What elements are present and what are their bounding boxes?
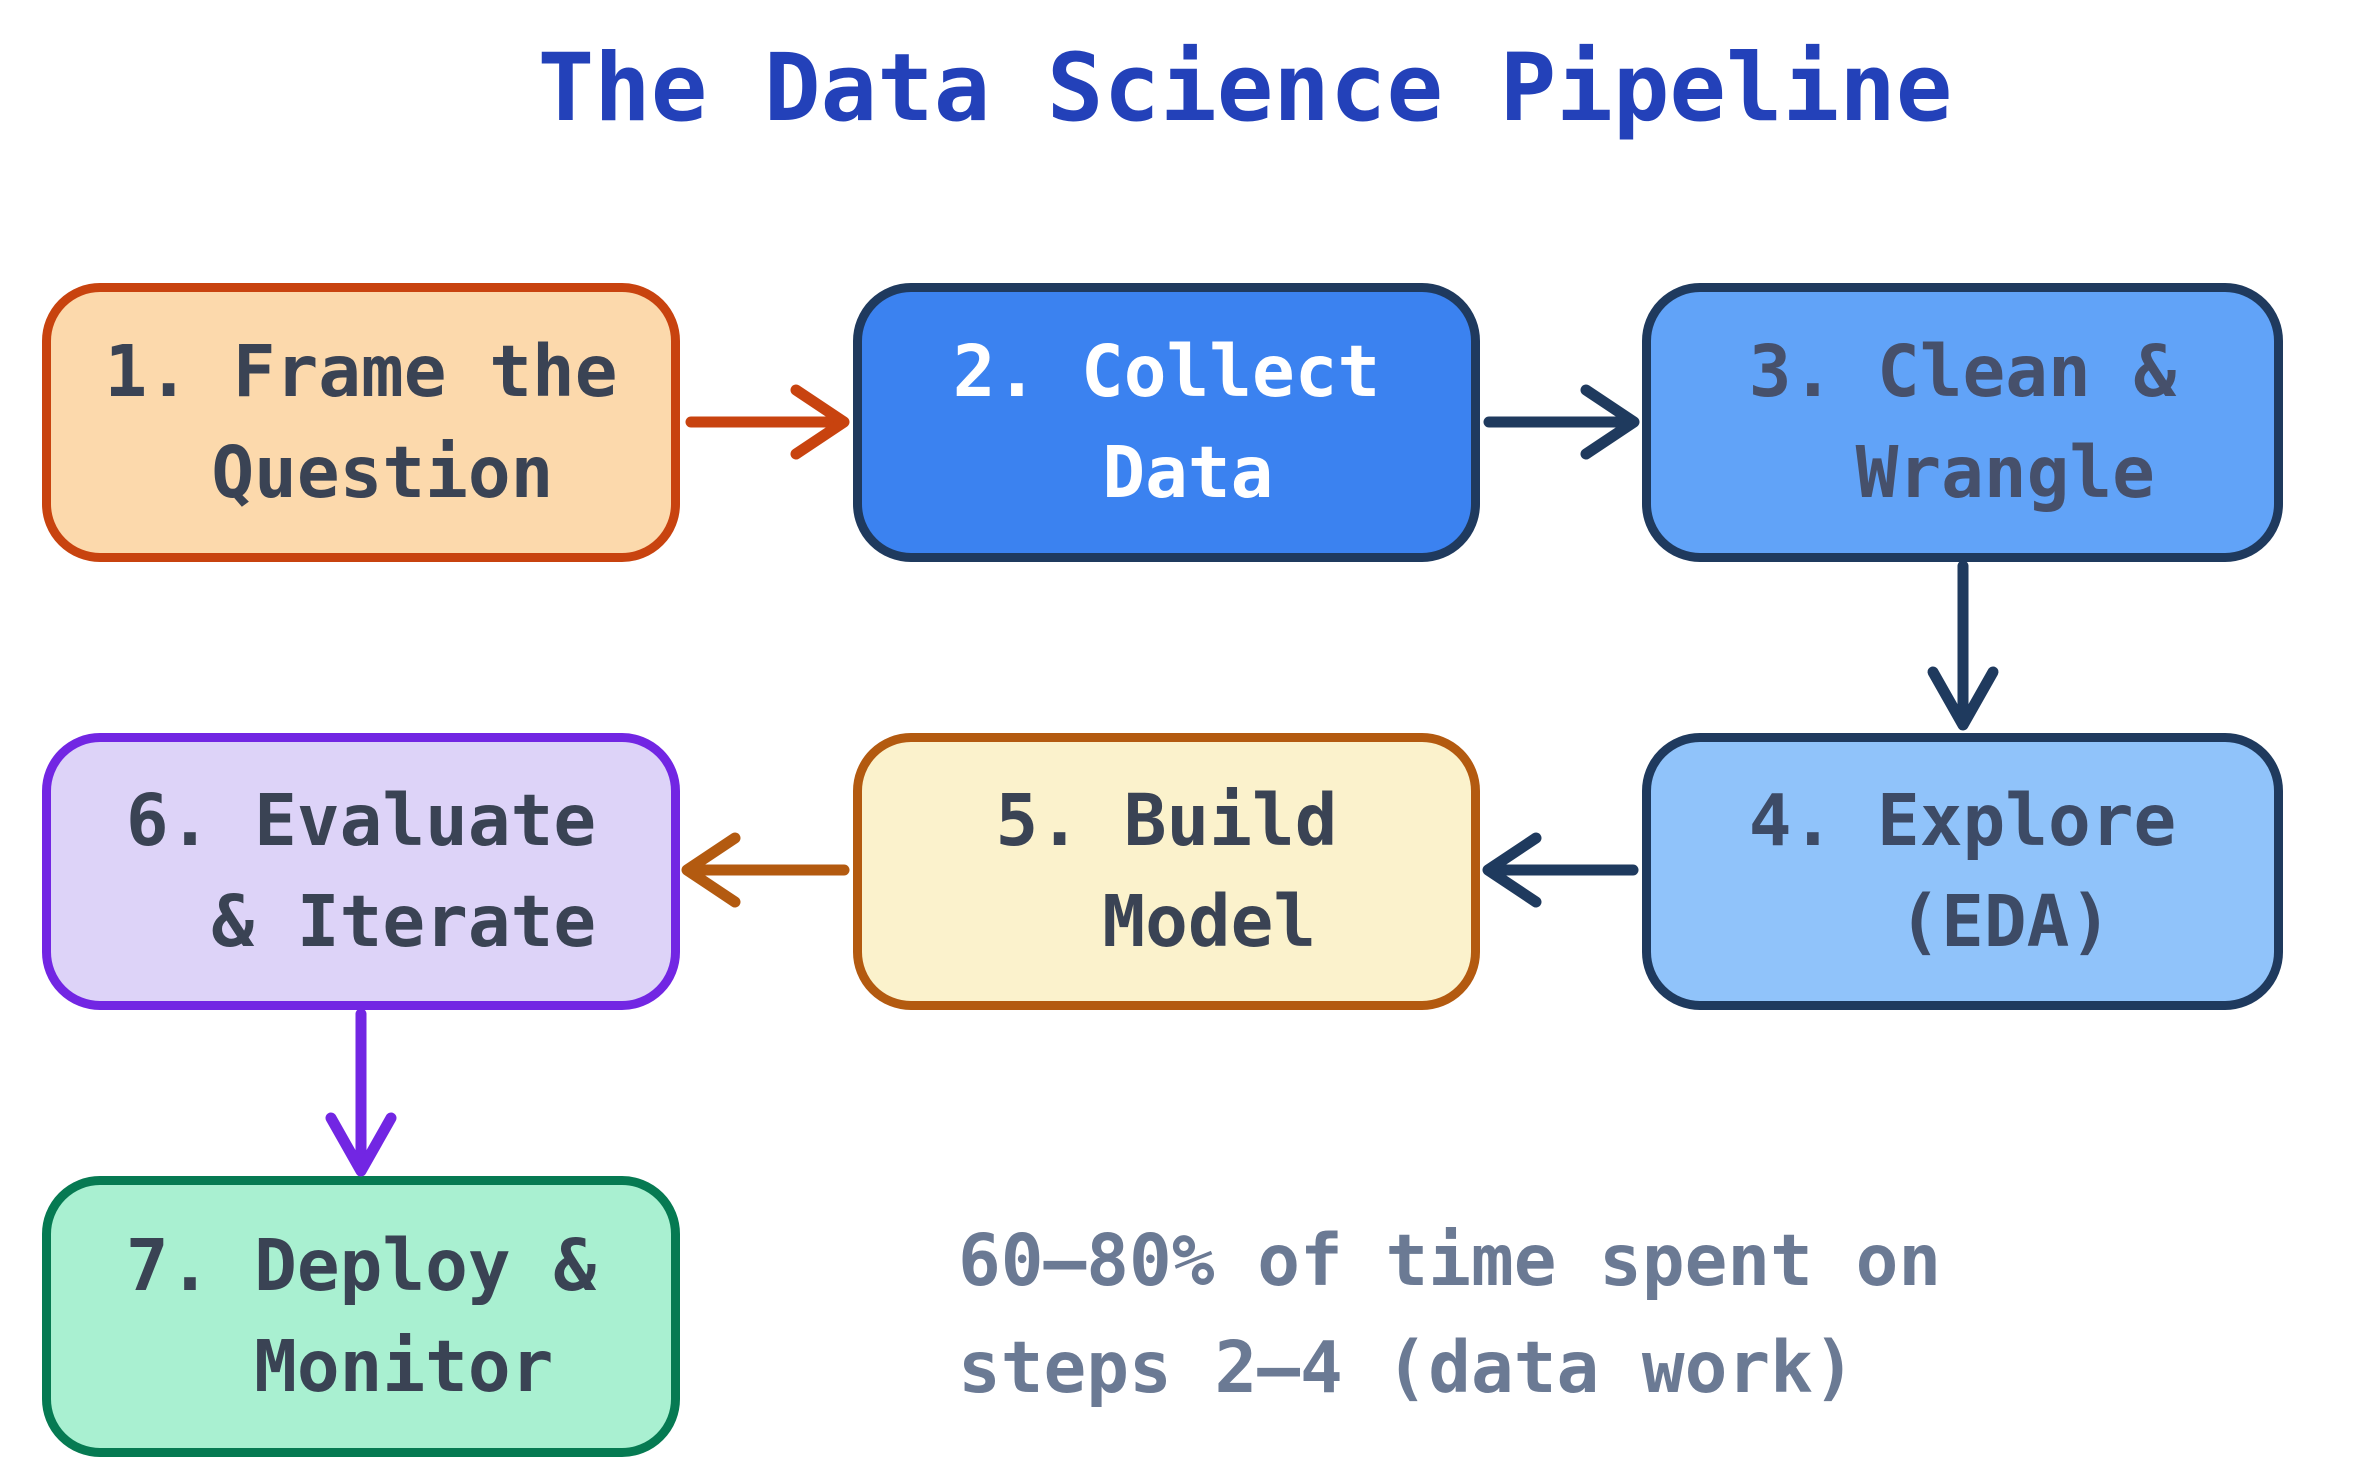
arrow-6-to-7-icon: [325, 1008, 397, 1177]
step-label-build-model: 5. Build Model: [995, 778, 1338, 963]
step-box-evaluate-iterate: 6. Evaluate & Iterate: [42, 733, 680, 1010]
step-box-explore-eda: 4. Explore (EDA): [1642, 733, 2283, 1010]
arrow-5-to-6-icon: [681, 832, 850, 908]
step-label-explore-eda: 4. Explore (EDA): [1748, 778, 2177, 963]
arrow-3-to-4-icon: [1927, 560, 1999, 731]
step-box-frame-question: 1. Frame the Question: [42, 283, 680, 562]
step-label-evaluate-iterate: 6. Evaluate & Iterate: [125, 778, 597, 963]
step-label-deploy-monitor: 7. Deploy & Monitor: [125, 1223, 597, 1408]
annotation-note: 60–80% of time spent on steps 2–4 (data …: [958, 1219, 1942, 1409]
step-label-collect-data: 2. Collect Data: [952, 329, 1381, 514]
step-box-deploy-monitor: 7. Deploy & Monitor: [42, 1176, 680, 1457]
diagram-title: The Data Science Pipeline: [537, 34, 1953, 143]
arrow-1-to-2-icon: [685, 384, 850, 460]
step-label-frame-question: 1. Frame the Question: [104, 329, 618, 514]
arrow-2-to-3-icon: [1483, 384, 1640, 460]
step-box-clean-wrangle: 3. Clean & Wrangle: [1642, 283, 2283, 562]
step-box-collect-data: 2. Collect Data: [853, 283, 1480, 562]
step-label-clean-wrangle: 3. Clean & Wrangle: [1748, 329, 2177, 514]
step-box-build-model: 5. Build Model: [853, 733, 1480, 1010]
arrow-4-to-5-icon: [1482, 832, 1639, 908]
